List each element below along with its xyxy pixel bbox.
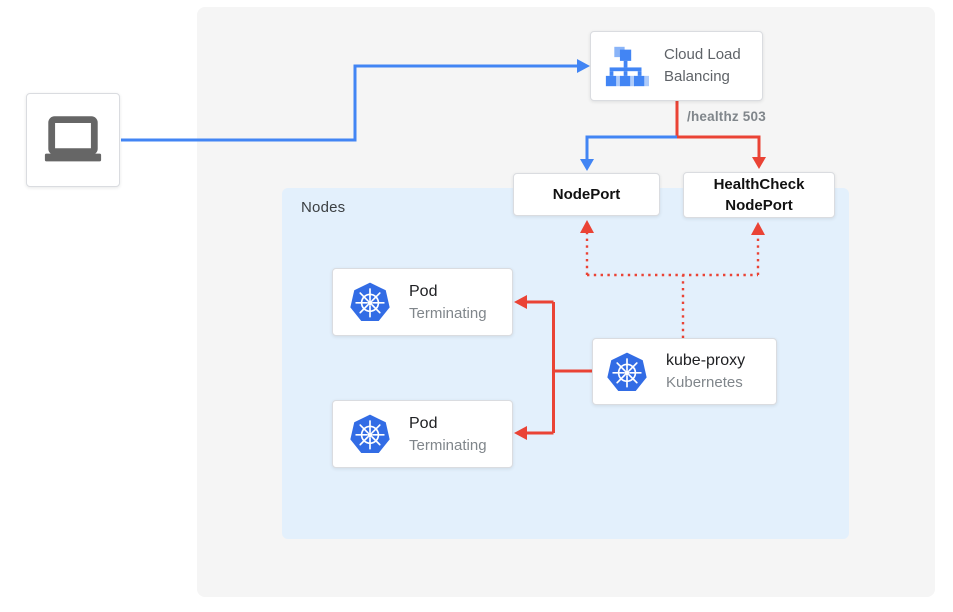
pod-2-status: Terminating — [409, 436, 487, 454]
pod-2-text: Pod Terminating — [409, 413, 487, 456]
healthcheck-label-line1: HealthCheck — [713, 176, 805, 193]
pod-2-title: Pod — [409, 414, 438, 432]
kube-proxy-subtitle: Kubernetes — [666, 374, 743, 391]
laptop-icon — [42, 114, 104, 166]
nodeport-node: NodePort — [513, 173, 660, 216]
kube-proxy-node: kube-proxy Kubernetes — [592, 338, 777, 405]
cloud-load-balancing-icon — [604, 44, 649, 89]
kube-proxy-title: kube-proxy — [666, 352, 746, 369]
healthz-503-label: /healthz 503 — [687, 109, 766, 124]
pod-node-1: Pod Terminating — [332, 268, 513, 336]
client-node — [26, 93, 120, 187]
healthcheck-label-line2: NodePort — [725, 197, 793, 214]
cloud-load-balancing-node: Cloud Load Balancing — [590, 31, 763, 101]
cloud-lb-label: Cloud Load Balancing — [664, 44, 741, 88]
cloud-lb-label-line1: Cloud Load — [664, 46, 741, 63]
healthcheck-nodeport-label: HealthCheck NodePort — [684, 174, 834, 216]
cloud-lb-label-line2: Balancing — [664, 68, 730, 85]
healthcheck-nodeport-node: HealthCheck NodePort — [683, 172, 835, 218]
kubernetes-helm-icon — [349, 413, 391, 455]
nodeport-label: NodePort — [552, 186, 621, 203]
kube-proxy-text: kube-proxy Kubernetes — [666, 350, 745, 393]
pod-1-status: Terminating — [409, 304, 487, 322]
kubernetes-helm-icon — [349, 281, 391, 323]
kubernetes-helm-icon — [606, 351, 648, 393]
nodes-zone-label: Nodes — [301, 199, 346, 216]
pod-1-title: Pod — [409, 282, 438, 300]
pod-1-text: Pod Terminating — [409, 281, 487, 324]
pod-node-2: Pod Terminating — [332, 400, 513, 468]
